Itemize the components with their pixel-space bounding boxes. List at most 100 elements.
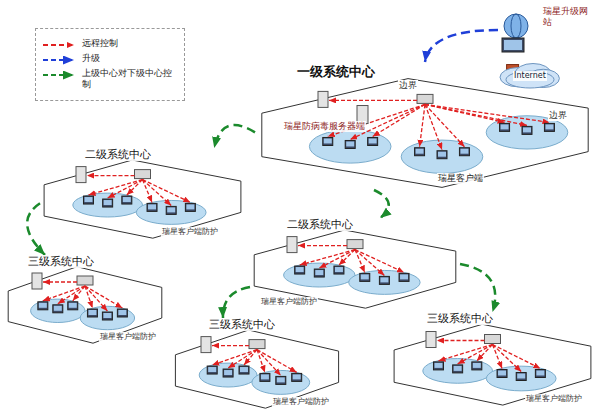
monitor-screen: [504, 40, 522, 50]
pc-screen: [346, 141, 354, 146]
node-text: 瑞星防病毒服务器端: [283, 121, 366, 132]
center-control-arrow: [214, 125, 255, 148]
pc-screen: [416, 149, 424, 154]
pc-monitor: [437, 151, 447, 159]
pc-monitor: [122, 196, 132, 204]
remote-control-arrow: [477, 345, 493, 361]
pc-monitor: [260, 373, 270, 381]
pc-screen: [84, 197, 92, 202]
region-outline: [394, 324, 591, 405]
lan-area: [309, 130, 391, 163]
node-text: 瑞星客户端防护: [525, 394, 583, 404]
remote-control-arrow: [329, 100, 417, 101]
lan-area: [252, 370, 310, 394]
remote-control-arrow: [458, 345, 493, 364]
system-center-region: 二级系统中心瑞星客户端防护: [250, 218, 460, 310]
pc-monitor: [415, 148, 425, 156]
upgrade-site: 瑞星升级网站: [498, 4, 597, 56]
pc-monitor: [544, 123, 554, 131]
remote-control-arrow: [212, 345, 249, 346]
node-text: 瑞星客户端防护: [260, 297, 318, 307]
pc-screen: [536, 371, 544, 376]
remote-control-arrow: [87, 175, 135, 176]
server-icon: [201, 337, 211, 353]
center-control-arrow: [27, 203, 45, 255]
pc-screen: [148, 204, 156, 209]
remote-control-arrow: [339, 250, 355, 265]
remote-control-arrow: [212, 350, 257, 365]
pc-screen: [315, 270, 323, 275]
lan-area: [73, 193, 143, 217]
pc-monitor: [323, 137, 333, 145]
pc-monitor: [185, 203, 195, 211]
pc-monitor: [87, 309, 97, 317]
node-shape: [390, 312, 595, 407]
lan-area: [401, 140, 483, 173]
pc-screen: [39, 303, 47, 308]
pc-screen: [473, 363, 481, 368]
pc-screen: [523, 127, 531, 132]
remote-control-arrow: [257, 350, 281, 376]
node-shape: [40, 148, 245, 240]
legend-line: [43, 44, 74, 46]
center-control-arrow: [460, 264, 495, 312]
remote-control-arrow: [437, 340, 485, 341]
pc-monitor: [83, 196, 93, 204]
pc-screen: [369, 138, 377, 143]
remote-control-arrow: [425, 104, 527, 125]
pc-screen: [54, 306, 62, 311]
pc-monitor: [334, 266, 344, 274]
legend-line-sample: [42, 55, 76, 65]
remote-control-arrow: [493, 345, 541, 369]
lan-area: [80, 306, 134, 329]
pc-screen: [400, 274, 408, 279]
remote-control-arrow: [127, 180, 143, 195]
pc-screen: [438, 152, 446, 157]
region-outline: [262, 79, 588, 188]
pc-monitor: [68, 302, 78, 310]
node-heading: 瑞星升级网站: [542, 6, 594, 28]
remote-control-arrow: [244, 350, 257, 365]
remote-control-arrow: [108, 180, 143, 198]
pc-monitor: [459, 148, 469, 156]
globe-line: [511, 14, 521, 38]
globe-icon: [504, 14, 528, 38]
remote-control-arrow: [319, 250, 355, 268]
pc-screen: [103, 313, 111, 318]
system-center-region: 三级系统中心瑞星客户端防护: [5, 255, 165, 345]
router-icon: [249, 340, 265, 349]
remote-control-arrow: [355, 250, 404, 273]
pc-screen: [208, 367, 216, 372]
pc-screen: [104, 200, 112, 205]
legend-line: [43, 74, 74, 76]
remote-control-arrow: [420, 104, 425, 146]
region-outline: [254, 230, 456, 308]
pc-screen: [517, 374, 525, 379]
server-icon: [287, 237, 297, 253]
lan-area: [136, 200, 206, 224]
remote-control-arrow: [228, 350, 257, 368]
remote-control-arrow: [425, 104, 549, 122]
border-label: 边界: [398, 80, 418, 91]
pc-screen: [167, 207, 175, 212]
legend-row: 上级中心对下级中心控制: [42, 68, 178, 91]
remote-control-arrow: [85, 286, 107, 311]
pc-monitor: [368, 137, 378, 145]
remote-control-arrow: [373, 104, 425, 136]
pc-monitor: [103, 199, 113, 207]
pc-monitor: [433, 362, 443, 370]
pc-monitor: [497, 370, 507, 378]
border-label: 边界: [548, 110, 568, 121]
region-outline: [8, 267, 162, 344]
pc-screen: [224, 370, 232, 375]
pc-screen: [261, 374, 269, 379]
remote-control-arrow: [355, 250, 384, 276]
pc-screen: [501, 124, 509, 129]
pc-monitor: [239, 366, 249, 374]
pc-monitor: [500, 123, 510, 131]
lan-area: [423, 359, 493, 384]
pc-screen: [454, 366, 462, 371]
router-icon: [417, 94, 433, 103]
node-heading: 二级系统中心: [286, 218, 354, 231]
